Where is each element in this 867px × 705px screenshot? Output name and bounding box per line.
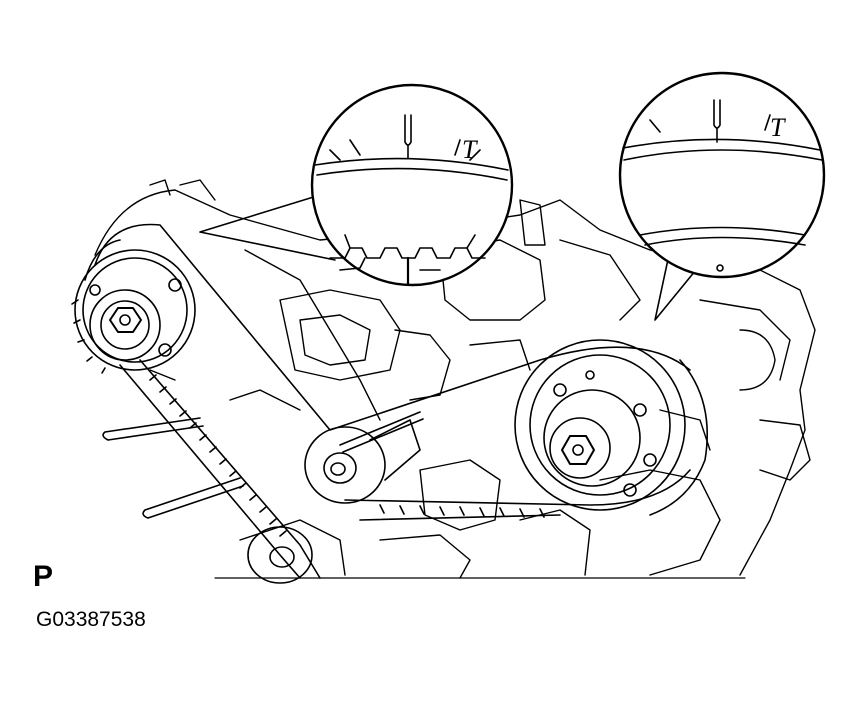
engine-block	[94, 179, 816, 579]
mounting-studs	[102, 411, 424, 519]
right-detail-magnifier	[618, 71, 826, 321]
right-timing-mark-t: T	[770, 113, 786, 142]
idler-pulley	[304, 419, 421, 504]
tensioner-pulley	[247, 526, 313, 584]
left-timing-mark-t: T	[462, 135, 478, 164]
timing-belt	[84, 223, 691, 579]
right-camshaft-pulley	[514, 339, 708, 516]
left-detail-magnifier	[199, 83, 514, 287]
view-label: P	[33, 560, 54, 593]
figure-code: G03387538	[36, 608, 146, 631]
left-camshaft-pulley	[71, 249, 196, 374]
